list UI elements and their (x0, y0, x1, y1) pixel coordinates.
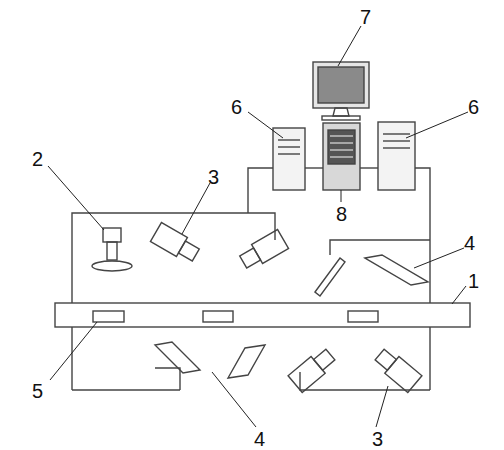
callout-number: 2 (30, 148, 45, 170)
wire (360, 167, 378, 168)
upper-frame (72, 213, 275, 390)
callout-number: 3 (370, 428, 385, 450)
callout-number: 4 (462, 232, 477, 254)
callout-number: 6 (466, 96, 481, 118)
callout-number: 7 (358, 6, 373, 28)
camera (238, 229, 289, 271)
wire (305, 167, 323, 168)
wire (248, 168, 273, 213)
mirror (228, 345, 265, 378)
mirror-mount (330, 240, 430, 255)
workpiece (348, 311, 378, 322)
camera-lens (107, 242, 117, 260)
server (378, 122, 415, 190)
base-frame (72, 389, 180, 390)
camera-body (103, 228, 121, 242)
monitor (313, 62, 369, 120)
callout-number: 1 (466, 270, 481, 292)
callout-number: 4 (252, 428, 267, 450)
ring-light (92, 261, 132, 271)
camera (150, 222, 201, 264)
camera-mount (300, 372, 430, 390)
workpiece (93, 311, 124, 322)
camera (373, 346, 422, 392)
callout-number: 8 (334, 203, 349, 225)
mirror (365, 255, 428, 285)
mirror (155, 342, 200, 373)
callout-number: 3 (206, 166, 221, 188)
callout-number: 6 (229, 96, 244, 118)
workpiece (203, 311, 233, 322)
leader-lines (48, 26, 468, 427)
conveyor-belt (55, 303, 470, 327)
camera (288, 346, 337, 392)
callout-number: 5 (30, 380, 45, 402)
mirror (315, 258, 345, 296)
server (323, 123, 360, 190)
server (273, 128, 305, 190)
mirror-mount (155, 368, 180, 390)
